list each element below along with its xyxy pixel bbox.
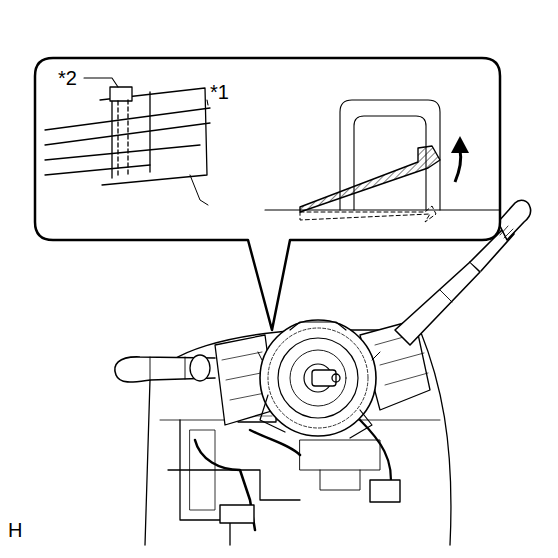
- callout-number: *2: [58, 68, 77, 88]
- figure-letter: H: [8, 520, 22, 540]
- callout-number: *1: [210, 82, 229, 102]
